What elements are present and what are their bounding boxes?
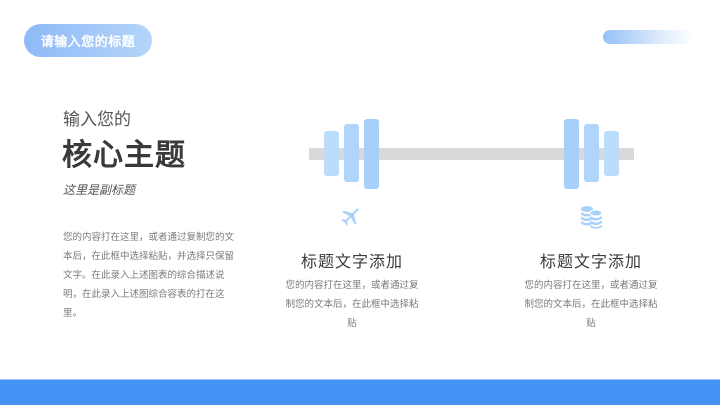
feature-title: 标题文字添加 bbox=[300, 252, 403, 271]
decorative-gradient-pill bbox=[603, 30, 693, 44]
title-pill: 请输入您的标题 bbox=[24, 24, 152, 57]
main-title: 核心主题 bbox=[62, 138, 186, 173]
description-paragraph: 您的内容打在这里，或者通过复制您的文本后，在此框中选择粘贴，并选择只保留文字。在… bbox=[63, 232, 235, 319]
title-pill-label: 请输入您的标题 bbox=[40, 35, 136, 50]
barbell-plate-left-medium bbox=[344, 124, 359, 182]
subtitle: 这里是副标题 bbox=[63, 183, 136, 197]
feature-title: 标题文字添加 bbox=[539, 252, 642, 271]
feature-description: 您的内容打在这里，或者通过复制您的文本后，在此框中选择粘贴 bbox=[524, 280, 658, 329]
bottom-accent-band bbox=[0, 380, 720, 405]
barbell-plate-left-large bbox=[364, 119, 379, 189]
barbell-plate-right-small bbox=[604, 131, 619, 176]
kicker-text: 输入您的 bbox=[63, 110, 131, 130]
barbell-plate-right-large bbox=[564, 119, 579, 189]
barbell-rod bbox=[309, 148, 634, 160]
airplane-icon bbox=[339, 204, 363, 228]
bottom-band-highlight bbox=[0, 379, 720, 380]
barbell-plate-right-medium bbox=[584, 124, 599, 182]
barbell-plate-left-small bbox=[324, 131, 339, 176]
coins-stack-icon bbox=[578, 204, 606, 230]
feature-description: 您的内容打在这里，或者通过复制您的文本后，在此框中选择粘贴 bbox=[285, 280, 419, 329]
